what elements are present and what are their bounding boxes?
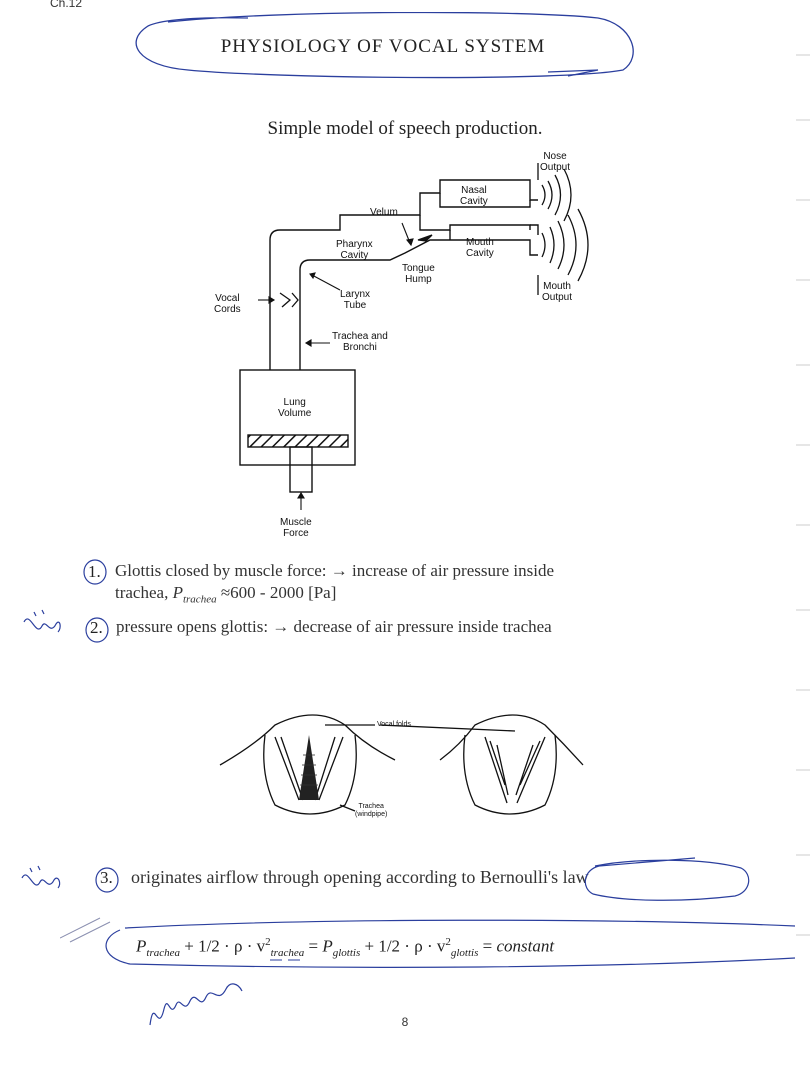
label-nasal-cavity-text: Nasal Cavity	[460, 185, 488, 207]
label-vocal-folds-text: Vocal folds	[377, 721, 411, 728]
circle-annotation-1	[83, 559, 107, 585]
label-mouth-output-text: Mouth Output	[542, 281, 573, 303]
item-3-text: originates airflow through opening accor…	[131, 866, 751, 888]
label-lung-volume-text: Lung Volume	[278, 397, 312, 419]
eq-p-glottis-sub: glottis	[332, 947, 361, 960]
item-1-number: 1.	[88, 562, 101, 581]
label-vocal-folds: Vocal folds	[377, 719, 411, 730]
label-velum-text: Velum	[370, 207, 398, 218]
label-mouth-output: Mouth Output	[542, 281, 572, 303]
label-velum: Velum	[370, 207, 398, 218]
item-1-line-b: trachea, Ptrachea ≈600 - 2000 [Pa]	[115, 582, 755, 610]
chapter-label: Ch.12	[50, 0, 83, 10]
label-mouth-cavity-text: Mouth Cavity	[466, 237, 494, 259]
label-larynx-tube: Larynx Tube	[340, 289, 370, 311]
eq-constant: constant	[496, 936, 555, 956]
label-mouth-cavity: Mouth Cavity	[466, 237, 494, 259]
eq-v-trachea-sub: trachea	[270, 947, 305, 960]
item-3-pre: originates airflow through opening accor…	[131, 867, 480, 887]
eq-p-glottis: P	[322, 936, 333, 956]
bernoulli-equation: Ptrachea + 1/2 · ρ · v2trachea = Pglotti…	[136, 936, 554, 959]
label-nose-output: Nose Output	[540, 151, 570, 173]
diagram-caption: Simple model of speech production.	[267, 118, 543, 139]
circle-annotation-2	[85, 617, 109, 643]
vocal-folds-diagram: Vocal folds Trachea (windpipe)	[215, 705, 585, 825]
label-nasal-cavity: Nasal Cavity	[460, 185, 488, 207]
eq-sq-1: 2	[265, 936, 271, 948]
label-lung-volume: Lung Volume	[278, 397, 311, 419]
handwritten-note-icon-2	[21, 865, 61, 889]
label-trachea-bronchi: Trachea and Bronchi	[332, 331, 388, 353]
eq-sq-2: 2	[445, 936, 451, 948]
label-vocal-cords-text: Vocal Cords	[214, 293, 241, 315]
eq-equals-1: =	[304, 936, 323, 956]
item-1-text: Glottis closed by muscle force: → increa…	[115, 560, 755, 610]
eq-p-trachea-sub: trachea	[146, 947, 180, 960]
item-1-post: ≈600 - 2000 [Pa]	[216, 583, 337, 602]
label-pharynx-cavity: Pharynx Cavity	[336, 239, 373, 261]
label-vocal-cords: Vocal Cords	[214, 293, 241, 315]
margin-ruler	[796, 54, 810, 936]
item-2-text: pressure opens glottis: → decrease of ai…	[116, 617, 552, 636]
page-title: PHYSIOLOGY OF VOCAL SYSTEM	[220, 36, 546, 57]
bernoulli-ellipse-annotation	[584, 857, 750, 901]
equation-box-annotation	[60, 917, 796, 968]
item-1-sub: trachea	[182, 593, 217, 606]
eq-p-trachea: P	[136, 936, 147, 956]
eq-half-2: + 1/2 · ρ · v	[360, 936, 446, 956]
handwritten-note-icon-1	[23, 609, 61, 633]
label-nose-output-text: Nose Output	[540, 151, 571, 173]
label-tongue-hump-text: Tongue Hump	[402, 263, 435, 285]
eq-equals-2: =	[478, 936, 497, 956]
circle-annotation-3	[95, 867, 119, 893]
label-trachea-windpipe-text: Trachea (windpipe)	[355, 803, 388, 818]
item-1-pre: trachea,	[115, 583, 173, 602]
vocal-tract-drawing	[239, 163, 589, 510]
item-2-number: 2.	[90, 618, 103, 637]
bernoulli-law-text: Bernoulli's law	[479, 867, 589, 887]
label-muscle-force: Muscle Force	[280, 517, 312, 539]
item-3-number: 3.	[100, 868, 113, 887]
speech-production-diagram: Nose Output Nasal Cavity Velum Pharynx C…	[200, 145, 620, 545]
item-1-var: P	[172, 583, 183, 602]
label-trachea-windpipe: Trachea (windpipe)	[355, 803, 387, 819]
vocal-folds-drawing	[219, 714, 584, 815]
label-pharynx-cavity-text: Pharynx Cavity	[336, 239, 373, 261]
label-larynx-tube-text: Larynx Tube	[340, 289, 371, 311]
label-muscle-force-text: Muscle Force	[280, 517, 312, 539]
eq-half-1: + 1/2 · ρ · v	[180, 936, 266, 956]
label-trachea-bronchi-text: Trachea and Bronchi	[332, 331, 388, 353]
eq-v-glottis-sub: glottis	[450, 947, 479, 960]
title-block: PHYSIOLOGY OF VOCAL SYSTEM	[128, 12, 638, 84]
page-number: 8	[401, 1015, 409, 1029]
handwritten-scribble-icon	[149, 983, 243, 1026]
item-1-line-a: Glottis closed by muscle force: → increa…	[115, 561, 555, 580]
label-tongue-hump: Tongue Hump	[402, 263, 435, 285]
title-ellipse-annotation	[135, 12, 634, 79]
